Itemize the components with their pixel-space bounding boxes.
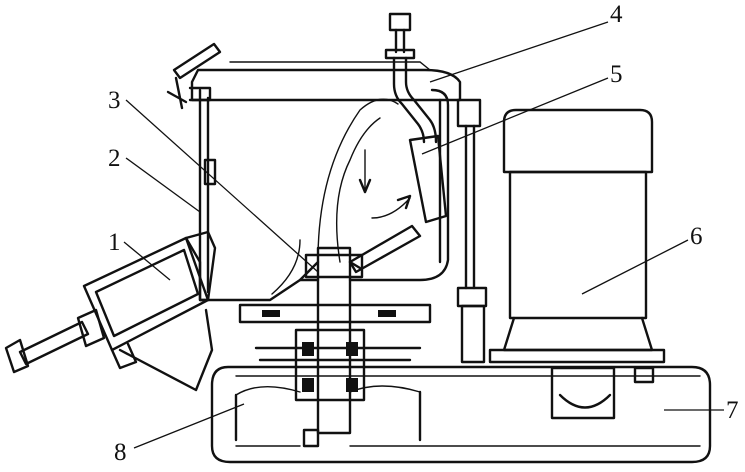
label-4: 4 [610,1,623,28]
label-5: 5 [610,61,623,88]
vessel-lid [190,12,462,144]
motor [488,108,666,364]
leader-lines [123,21,724,449]
support-column [456,98,488,364]
label-1: 1 [108,229,121,256]
baffle [408,134,448,224]
label-2: 2 [108,145,121,172]
part-labels: 1 2 3 4 5 6 7 8 [108,1,739,466]
lid-handle [166,42,222,110]
discharge-valve-cylinder [4,230,217,392]
label-7: 7 [726,397,739,424]
label-6: 6 [690,223,703,250]
machine-base [210,365,712,464]
material-flow-lines [271,98,412,295]
label-8: 8 [114,439,127,466]
impeller-blade [298,224,422,282]
mixing-vessel [188,86,450,302]
shaft-bearing-assembly [238,246,432,448]
label-3: 3 [108,87,121,114]
